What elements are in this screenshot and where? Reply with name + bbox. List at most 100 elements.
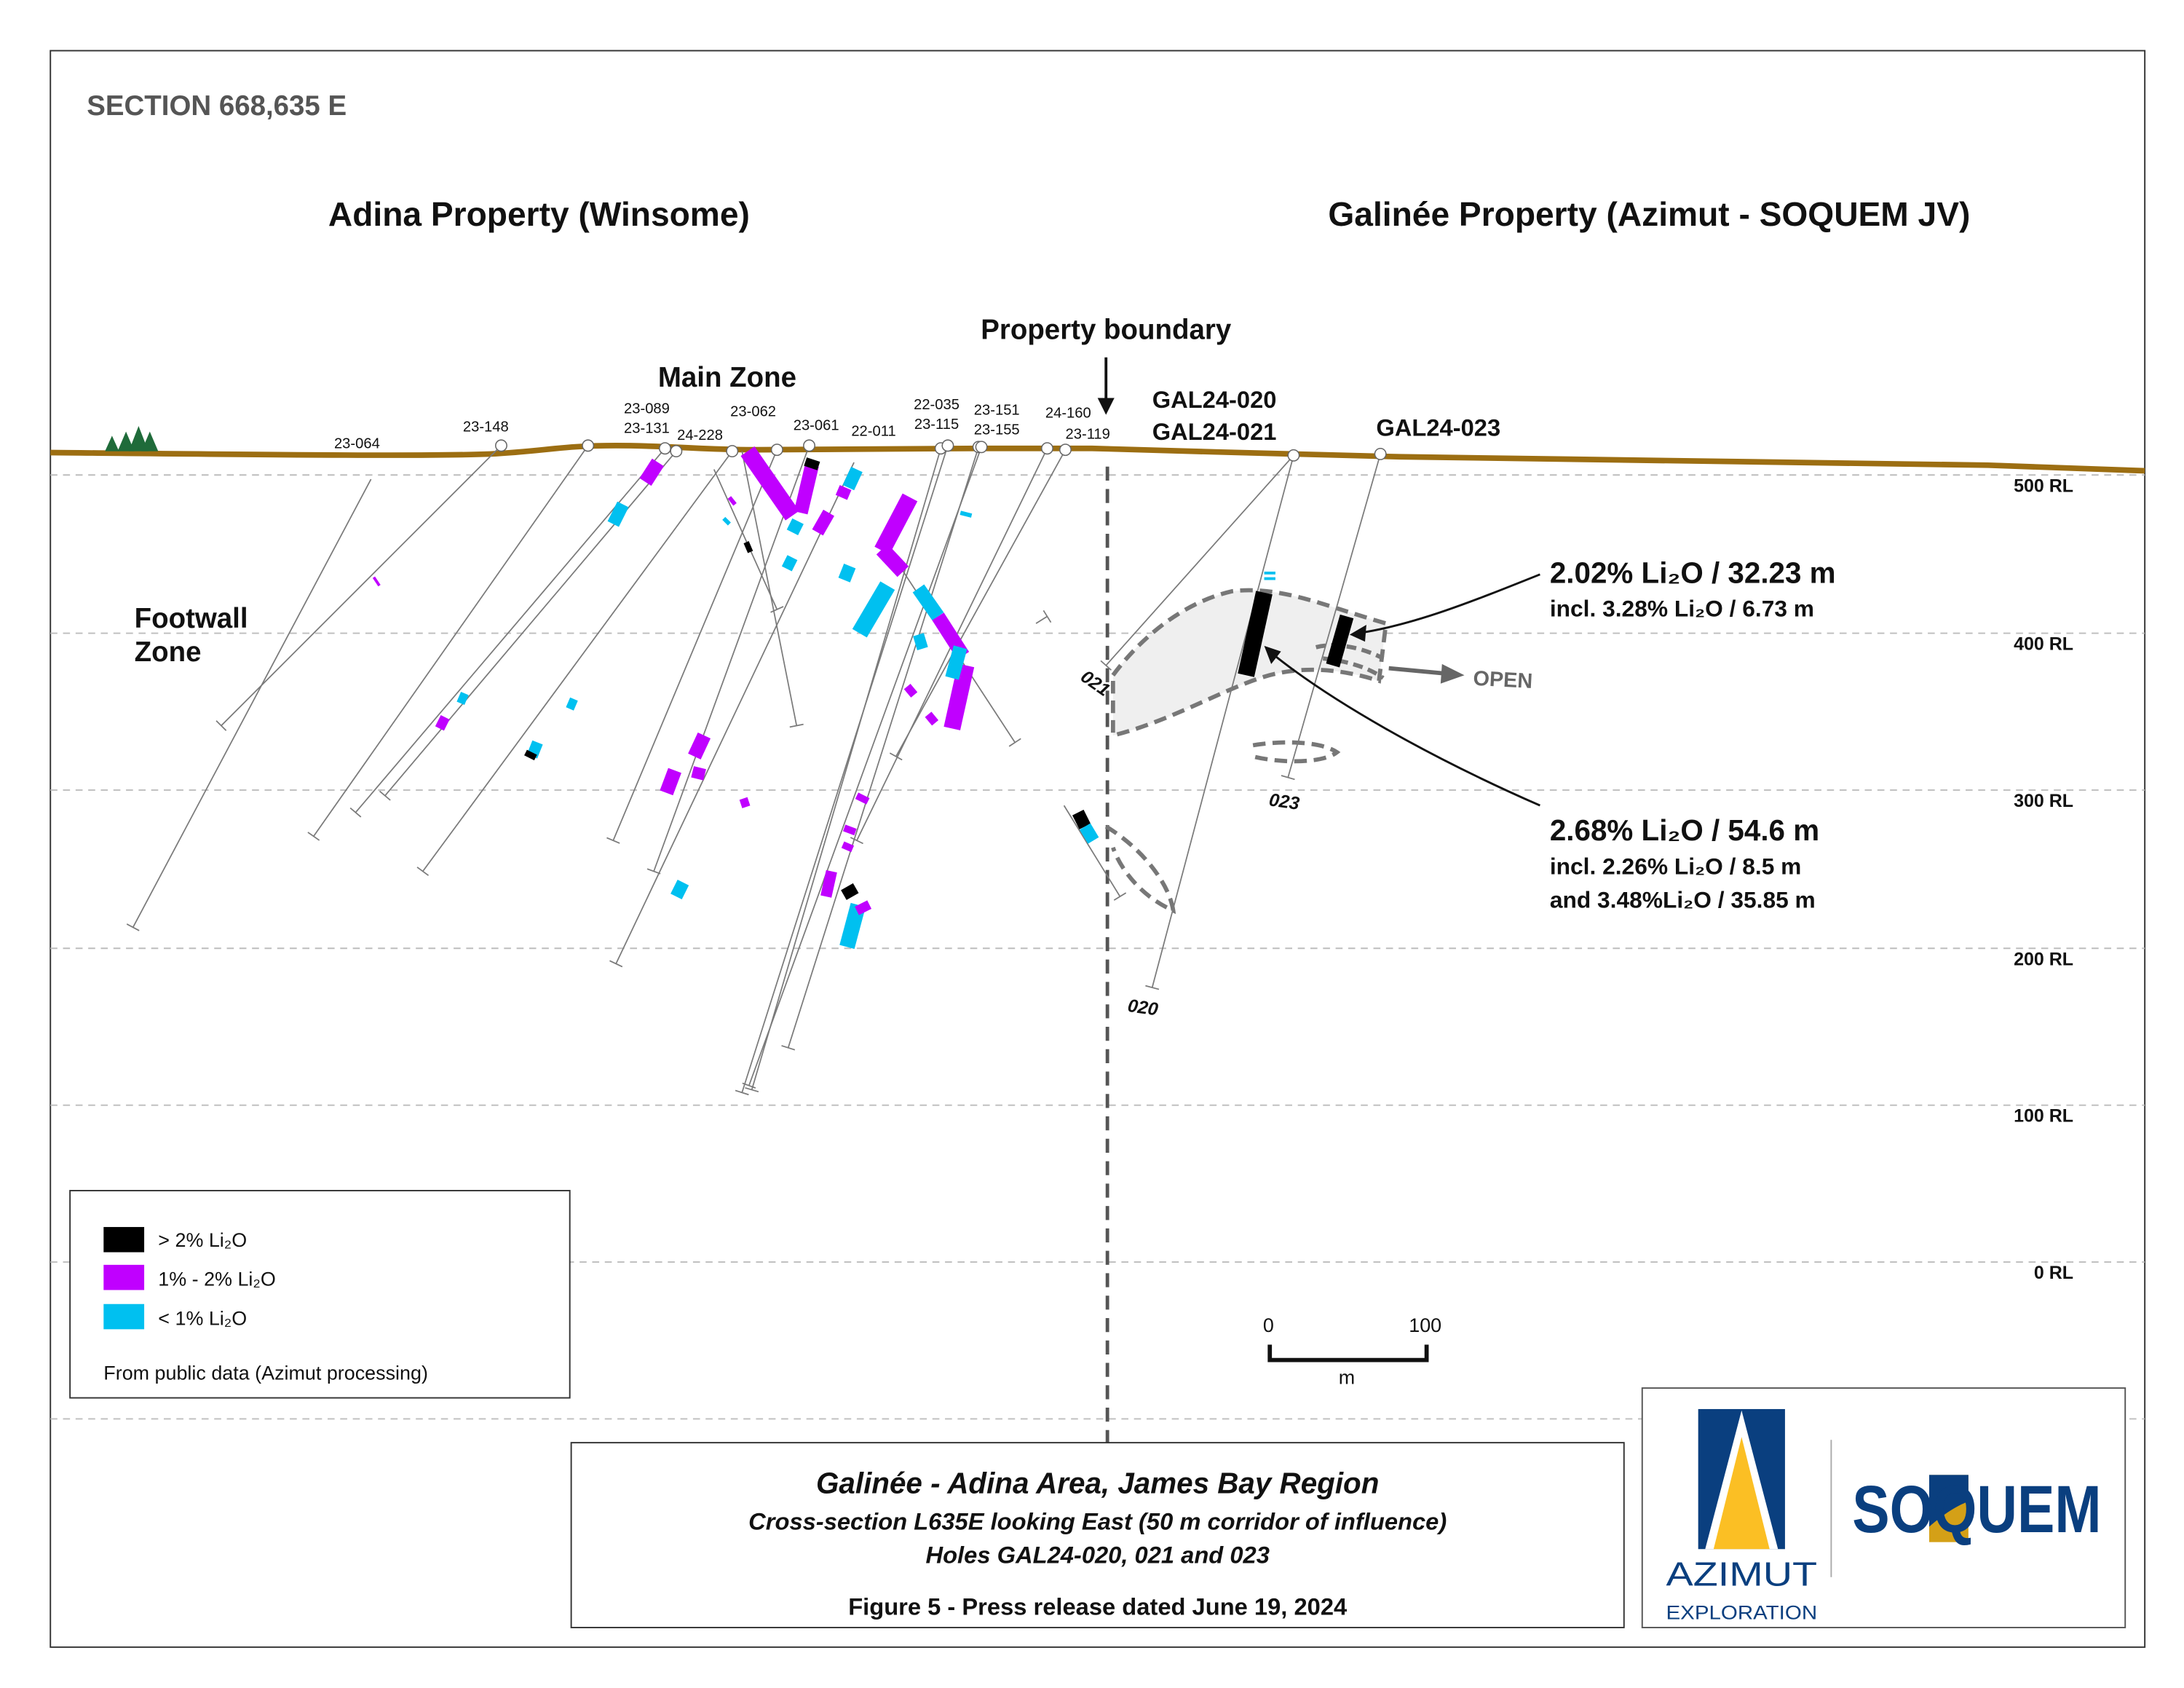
drill-hole-trace	[895, 449, 1067, 757]
hole-label: 23-155	[974, 422, 1020, 438]
assay-interval	[1072, 809, 1091, 829]
assay-interval	[842, 824, 857, 836]
drill-hole-trace	[748, 446, 982, 1086]
azimut-subtitle: EXPLORATION	[1666, 1601, 1817, 1623]
hole-end-tick	[850, 837, 863, 845]
svg-text:m: m	[1339, 1366, 1355, 1388]
hole-label: 23-148	[463, 419, 509, 435]
title-line-2: Cross-section L635E looking East (50 m c…	[748, 1507, 1447, 1534]
assay-interval	[945, 645, 968, 680]
hole-end-tick	[1113, 892, 1127, 901]
title-line-4: Figure 5 - Press release dated June 19, …	[848, 1593, 1347, 1620]
assay-interval	[639, 458, 664, 486]
rl-label: 200 RL	[2014, 949, 2073, 969]
assay-interval	[842, 466, 863, 491]
drill-hole-trace	[787, 446, 980, 1049]
rl-label: 100 RL	[2014, 1106, 2073, 1127]
rl-label: 300 RL	[2014, 791, 2073, 811]
collar-marker	[495, 439, 507, 452]
legend-note: From public data (Azimut processing)	[103, 1362, 428, 1384]
assay-interval	[925, 711, 939, 726]
footwall-zone-label-2: Zone	[135, 636, 202, 668]
hole-end-tick	[379, 790, 391, 801]
collar-marker	[1059, 443, 1072, 457]
assay-interval	[794, 463, 819, 515]
hole-label: 23-119	[1066, 426, 1110, 442]
collar-marker	[975, 441, 988, 454]
rl-label: 500 RL	[2014, 476, 2073, 496]
hole-end-tick	[789, 723, 804, 728]
assay-interval	[688, 732, 711, 760]
collar-marker	[1287, 449, 1300, 462]
drill-hole-trace	[741, 445, 949, 1093]
assay-interval	[855, 900, 872, 915]
arrow-down-icon	[1097, 357, 1115, 415]
assay-interval	[912, 584, 944, 621]
legend-label-mid: 1% - 2% Li₂O	[158, 1269, 275, 1290]
ore-body-lens	[1252, 740, 1341, 764]
hole-label: 23-089	[624, 401, 670, 417]
hole-end-tick	[349, 807, 362, 818]
galinee-property-title: Galinée Property (Azimut - SOQUEM JV)	[1328, 195, 1970, 233]
title-line-3: Holes GAL24-020, 021 and 023	[925, 1542, 1269, 1569]
hole-end-tick	[215, 720, 227, 731]
assay-interval	[1238, 591, 1273, 677]
assay-interval	[435, 714, 450, 731]
arrowhead-icon	[1349, 625, 1366, 642]
hole-end-tick	[781, 1045, 796, 1051]
title-line-1: Galinée - Adina Area, James Bay Region	[816, 1466, 1379, 1499]
hole-label: 23-061	[794, 418, 839, 434]
drill-hole-trace	[1063, 805, 1121, 897]
assay-interval	[740, 446, 799, 521]
drill-hole-trace	[1035, 615, 1048, 624]
collar-marker	[1041, 442, 1053, 455]
assay-interval	[820, 869, 837, 898]
assay-interval	[372, 576, 381, 587]
drill-hole-trace	[422, 451, 733, 872]
assay-interval	[874, 493, 918, 555]
gal24-021-label: GAL24-021	[1152, 418, 1277, 445]
assay-interval	[670, 880, 689, 899]
property-boundary-label: Property boundary	[981, 315, 1232, 346]
legend-label-low: < 1% Li₂O	[158, 1308, 247, 1330]
intercept-upper-main: 2.02% Li₂O / 32.23 m	[1550, 556, 1836, 589]
drill-hole-trace	[751, 448, 942, 1090]
drill-hole-trace	[741, 451, 798, 726]
hole-label: 23-131	[624, 421, 670, 437]
hole-end-tick	[1008, 738, 1021, 747]
footwall-zone-label: Footwall	[135, 603, 248, 634]
drill-hole-trace	[1105, 454, 1294, 666]
open-label: OPEN	[1473, 667, 1533, 693]
legend-swatch-high	[103, 1226, 145, 1253]
arrowhead-icon	[1264, 645, 1281, 664]
assay-interval	[841, 883, 859, 900]
svg-text:0: 0	[1263, 1314, 1274, 1336]
drill-hole-trace	[355, 448, 666, 813]
drill-hole-trace	[612, 449, 778, 841]
soquem-wordmark: SOQUEM	[1852, 1471, 2101, 1547]
hole-end-tick	[646, 868, 661, 875]
drill-hole-trace	[132, 478, 372, 928]
hole-label: 23-064	[334, 436, 380, 452]
hole-end-tick	[1145, 985, 1160, 990]
assay-interval	[722, 516, 731, 526]
adina-property-title: Adina Property (Winsome)	[328, 195, 750, 233]
drill-hole-trace	[713, 469, 778, 610]
hole-end-tick	[126, 923, 140, 931]
hole-label: 24-228	[677, 427, 723, 443]
assay-interval	[607, 501, 629, 527]
hole-020-end-label: 020	[1126, 995, 1159, 1020]
logo-block: AZIMUT EXPLORATION SOQUEM	[1641, 1387, 2126, 1628]
assay-interval	[743, 541, 753, 553]
figure-frame	[50, 50, 2146, 1648]
hole-end-tick	[1100, 660, 1112, 671]
svg-text:100: 100	[1409, 1314, 1441, 1336]
main-zone-label: Main Zone	[658, 362, 796, 393]
assay-interval	[804, 457, 820, 470]
assay-interval	[841, 841, 855, 853]
rl-label: 0 RL	[2034, 1263, 2073, 1283]
gal24-023-label: GAL24-023	[1376, 414, 1500, 441]
intercept-upper-incl: incl. 3.28% Li₂O / 6.73 m	[1550, 596, 1814, 622]
collar-marker	[670, 445, 683, 458]
